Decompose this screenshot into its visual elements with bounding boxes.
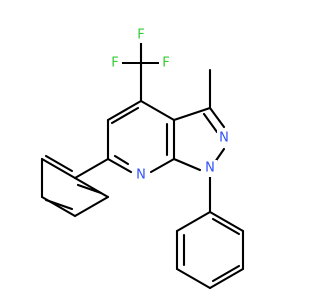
phenyl-right-bond-1 (208, 210, 245, 233)
bonds (40, 40, 245, 290)
phenyl-right-bond-6 (175, 210, 212, 233)
fluorine-atom-top: F (137, 28, 144, 43)
label-bg-f3 (159, 56, 173, 71)
fluorine-atom-right: F (162, 56, 169, 71)
bond-c6-npyr (106, 157, 133, 174)
nitrogen-atom-pyridine: N (136, 168, 146, 183)
bond-c3a-c3 (172, 106, 212, 122)
bond-n2-n1 (213, 147, 226, 164)
bond-c6-phenyl-left (73, 157, 110, 180)
atom-labels: F F F N N N (108, 28, 231, 184)
bond-c3-n2 (208, 106, 226, 129)
molecule-structure-diagram: F F F N N N (40, 28, 245, 290)
phenyl-right-bond-4 (175, 267, 212, 290)
nitrogen-atom-pyrazole-1: N (205, 161, 215, 176)
bond-npyr-c7a (149, 157, 176, 174)
phenyl-left-bond-1-inner (44, 154, 74, 173)
label-bg-f2 (108, 56, 122, 71)
phenyl-right-bond-3 (208, 267, 245, 290)
phenyl-right-bond-1-inner (211, 217, 241, 236)
phenyl-left-bond-3-inner (44, 198, 74, 211)
label-bg-f1 (134, 28, 148, 43)
bond-c3-n2-inner (202, 112, 219, 134)
fluorine-atom-left: F (111, 56, 118, 71)
label-bg-npyr (134, 167, 148, 184)
phenyl-left-bond-4 (73, 195, 110, 218)
label-bg-n1 (203, 160, 217, 177)
phenyl-left-bond-5 (73, 176, 110, 199)
nitrogen-atom-pyrazole-2: N (219, 131, 229, 146)
phenyl-left-bond-5-inner (76, 183, 103, 195)
bond-c3a-c4 (139, 99, 176, 122)
phenyl-right-bond-3-inner (211, 264, 241, 283)
label-bg-n2 (217, 130, 231, 147)
bond-c4-c5 (106, 99, 143, 122)
bond-c4-c5-inner (110, 106, 140, 125)
bond-n1-c7a (172, 157, 202, 172)
phenyl-left-bond-1 (40, 157, 77, 180)
bond-c6-npyr-inner (113, 154, 130, 166)
